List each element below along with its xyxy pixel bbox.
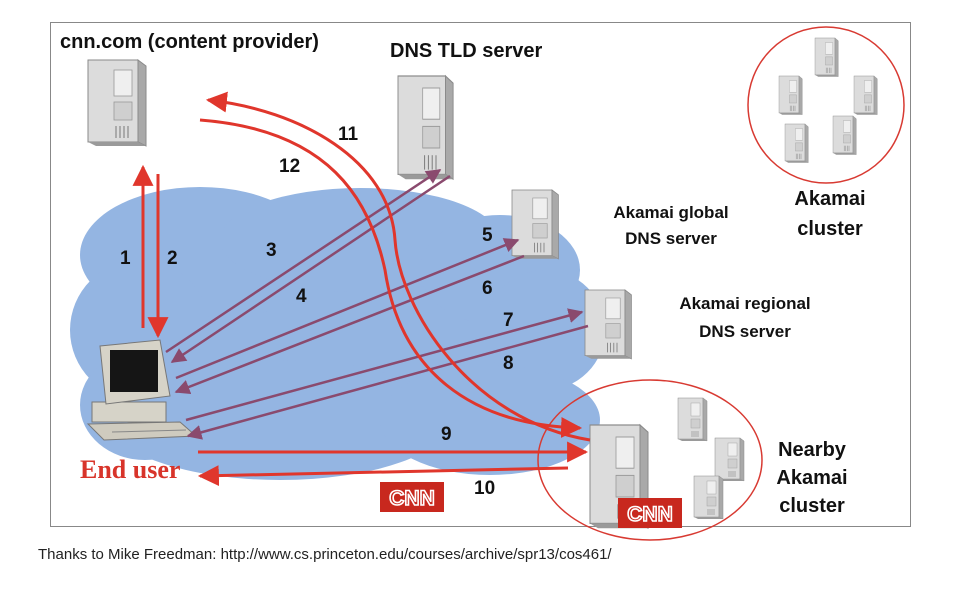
end-user-computer-icon bbox=[86, 339, 198, 441]
akamai-global-label: Akamai global DNS server bbox=[596, 200, 746, 252]
akamai-cluster-server-icon bbox=[853, 75, 878, 115]
akamai-regional-line2: DNS server bbox=[699, 322, 791, 341]
step-label: 3 bbox=[266, 240, 277, 261]
cnn-logo: CNN bbox=[380, 482, 444, 512]
nearby-line1: Nearby bbox=[778, 439, 846, 461]
step-label: 4 bbox=[296, 286, 307, 307]
akamai-global-dns-server-icon bbox=[511, 189, 559, 260]
akamai-global-line2: DNS server bbox=[625, 229, 717, 248]
cnn-logo-text: CNN bbox=[389, 487, 435, 510]
step-label: 1 bbox=[120, 248, 131, 269]
nearby-line3: cluster bbox=[779, 495, 845, 517]
end-user-label: End user bbox=[80, 455, 181, 484]
step-label: 12 bbox=[279, 156, 301, 177]
akamai-regional-label: Akamai regional DNS server bbox=[660, 290, 830, 346]
akamai-global-line1: Akamai global bbox=[613, 203, 729, 222]
akamai-cluster-label: Akamai cluster bbox=[790, 184, 870, 244]
nearby-cluster-circle bbox=[537, 379, 763, 541]
step-label: 11 bbox=[338, 124, 359, 145]
akamai-cluster-server-icon bbox=[784, 123, 809, 163]
akamai-regional-line1: Akamai regional bbox=[679, 294, 811, 313]
step-label: 6 bbox=[482, 278, 493, 299]
akamai-cluster-server-icon bbox=[814, 37, 839, 77]
akamai-cluster-server-icon bbox=[832, 115, 857, 155]
nearby-cluster-server-icon bbox=[693, 475, 724, 520]
akamai-cluster-line2: cluster bbox=[797, 218, 863, 240]
akamai-cluster-server-icon bbox=[778, 75, 803, 115]
dns-tld-server-icon bbox=[397, 75, 454, 180]
dns-tld-label: DNS TLD server bbox=[390, 40, 543, 62]
cnn-logo: CNN bbox=[618, 498, 682, 528]
credit-text: Thanks to Mike Freedman: http://www.cs.p… bbox=[38, 546, 612, 563]
step-label: 5 bbox=[482, 225, 493, 246]
step-label: 2 bbox=[167, 248, 178, 269]
step-label: 8 bbox=[503, 353, 514, 374]
nearby-cluster-server-icon bbox=[677, 397, 708, 442]
step-label: 7 bbox=[503, 310, 514, 331]
akamai-cluster-circle bbox=[747, 26, 905, 184]
step-label: 10 bbox=[474, 478, 496, 499]
cnn-server-icon bbox=[87, 59, 147, 147]
nearby-cluster-server-icon bbox=[714, 437, 745, 482]
nearby-cluster-label: Nearby Akamai cluster bbox=[762, 436, 862, 520]
cnn-provider-label: cnn.com (content provider) bbox=[60, 31, 319, 53]
akamai-cluster-line1: Akamai bbox=[794, 188, 866, 210]
cnn-logo-text: CNN bbox=[627, 503, 673, 526]
step-label: 9 bbox=[441, 424, 452, 445]
akamai-regional-dns-server-icon bbox=[584, 289, 632, 360]
nearby-line2: Akamai bbox=[776, 467, 848, 489]
